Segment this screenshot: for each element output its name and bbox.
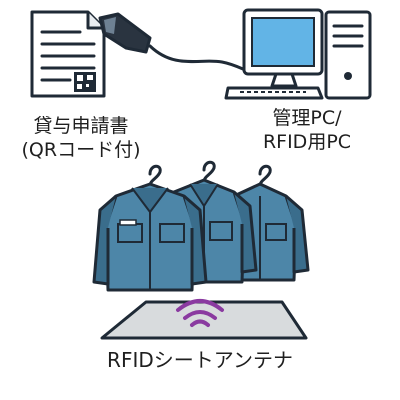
- rfid-sheet-antenna-icon: [100, 300, 308, 340]
- hanging-uniforms-icon: [92, 160, 310, 292]
- qr-code-icon: [74, 72, 96, 92]
- pc-label-line1: 管理PC/: [272, 107, 342, 129]
- document-label-line2: (QRコード付): [21, 139, 141, 161]
- pc-label: 管理PC/ RFID用PC: [232, 106, 382, 154]
- desktop-pc-icon: [224, 8, 372, 100]
- document-label-line1: 貸与申請書: [33, 115, 129, 137]
- wireless-signal-icon: [176, 299, 224, 327]
- sheet-antenna-label: RFIDシートアンテナ: [107, 348, 293, 372]
- uniform-jacket-front: [92, 164, 208, 292]
- pc-label-line2: RFID用PC: [262, 131, 352, 153]
- document-with-qr-icon: [30, 10, 106, 98]
- barcode-scanner-icon: [98, 12, 260, 76]
- document-label: 貸与申請書 (QRコード付): [6, 114, 156, 162]
